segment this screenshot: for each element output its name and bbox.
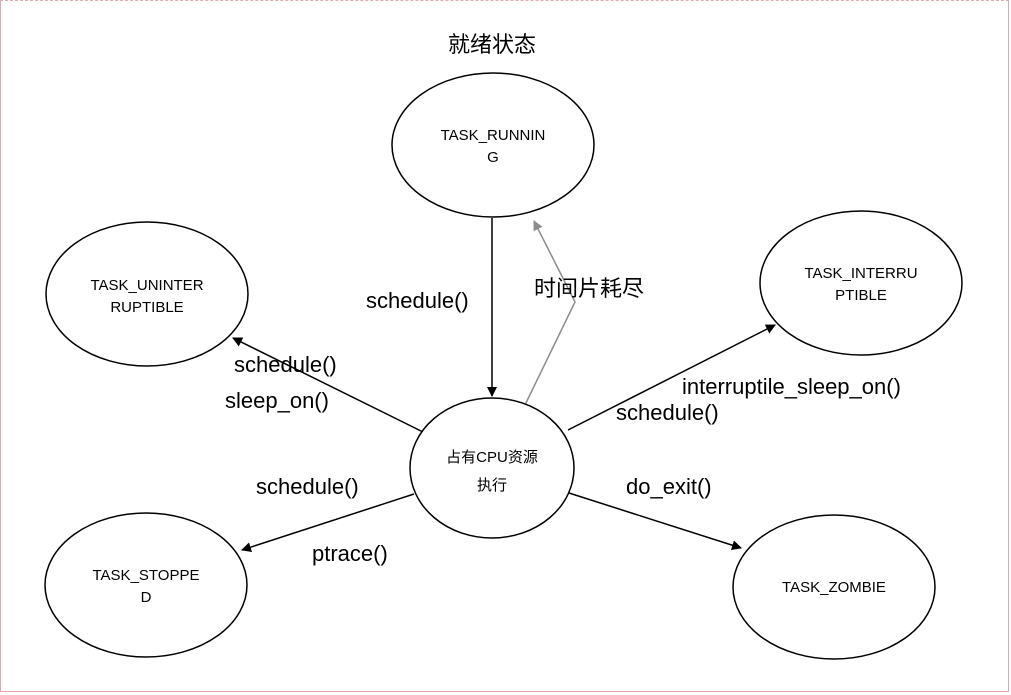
edge-label-interruptible-sleep-on: interruptile_sleep_on() [682, 374, 901, 399]
edge-center-to-stopped [241, 493, 415, 552]
edge-label-schedule-interruptible: schedule() [616, 400, 719, 425]
node-task-interruptible-label-2: PTIBLE [835, 287, 887, 304]
edge-center-to-zombie [568, 492, 742, 551]
edge-label-schedule-stopped: schedule() [256, 474, 359, 499]
edge-label-do-exit: do_exit() [626, 474, 712, 499]
edge-label-schedule-running: schedule() [366, 288, 469, 313]
edge-label-ptrace: ptrace() [312, 541, 388, 566]
node-cpu-executing-label-2: 执行 [477, 477, 507, 494]
node-task-uninterruptible: TASK_UNINTER RUPTIBLE [45, 221, 249, 367]
edge-label-schedule-uninterruptible: schedule() [234, 352, 337, 377]
node-cpu-executing: 占有CPU资源 执行 [409, 397, 575, 539]
edge-center-to-running [523, 220, 576, 408]
node-task-interruptible-label-1: TASK_INTERRU [804, 265, 917, 282]
node-task-stopped: TASK_STOPPE D [44, 512, 248, 658]
edge-label-sleep-on: sleep_on() [225, 388, 329, 413]
edge-center-to-interruptible [567, 324, 776, 431]
edge-label-timeslice-expired: 时间片耗尽 [534, 276, 644, 301]
node-task-zombie-label: TASK_ZOMBIE [782, 579, 886, 596]
diagram-title: 就绪状态 [448, 33, 536, 58]
node-task-running-label-1: TASK_RUNNIN [441, 127, 546, 144]
node-task-interruptible: TASK_INTERRU PTIBLE [759, 210, 963, 356]
node-task-uninterruptible-label-2: RUPTIBLE [110, 299, 183, 316]
node-task-uninterruptible-label-1: TASK_UNINTER [90, 277, 203, 294]
node-cpu-executing-label-1: 占有CPU资源 [446, 449, 538, 466]
node-task-running: TASK_RUNNIN G [391, 72, 595, 218]
node-task-running-label-2: G [487, 149, 499, 166]
node-task-zombie: TASK_ZOMBIE [732, 514, 936, 660]
edge-center-to-uninterruptible [232, 337, 424, 433]
node-task-stopped-label-1: TASK_STOPPE [93, 567, 200, 584]
node-task-stopped-label-2: D [141, 589, 152, 606]
